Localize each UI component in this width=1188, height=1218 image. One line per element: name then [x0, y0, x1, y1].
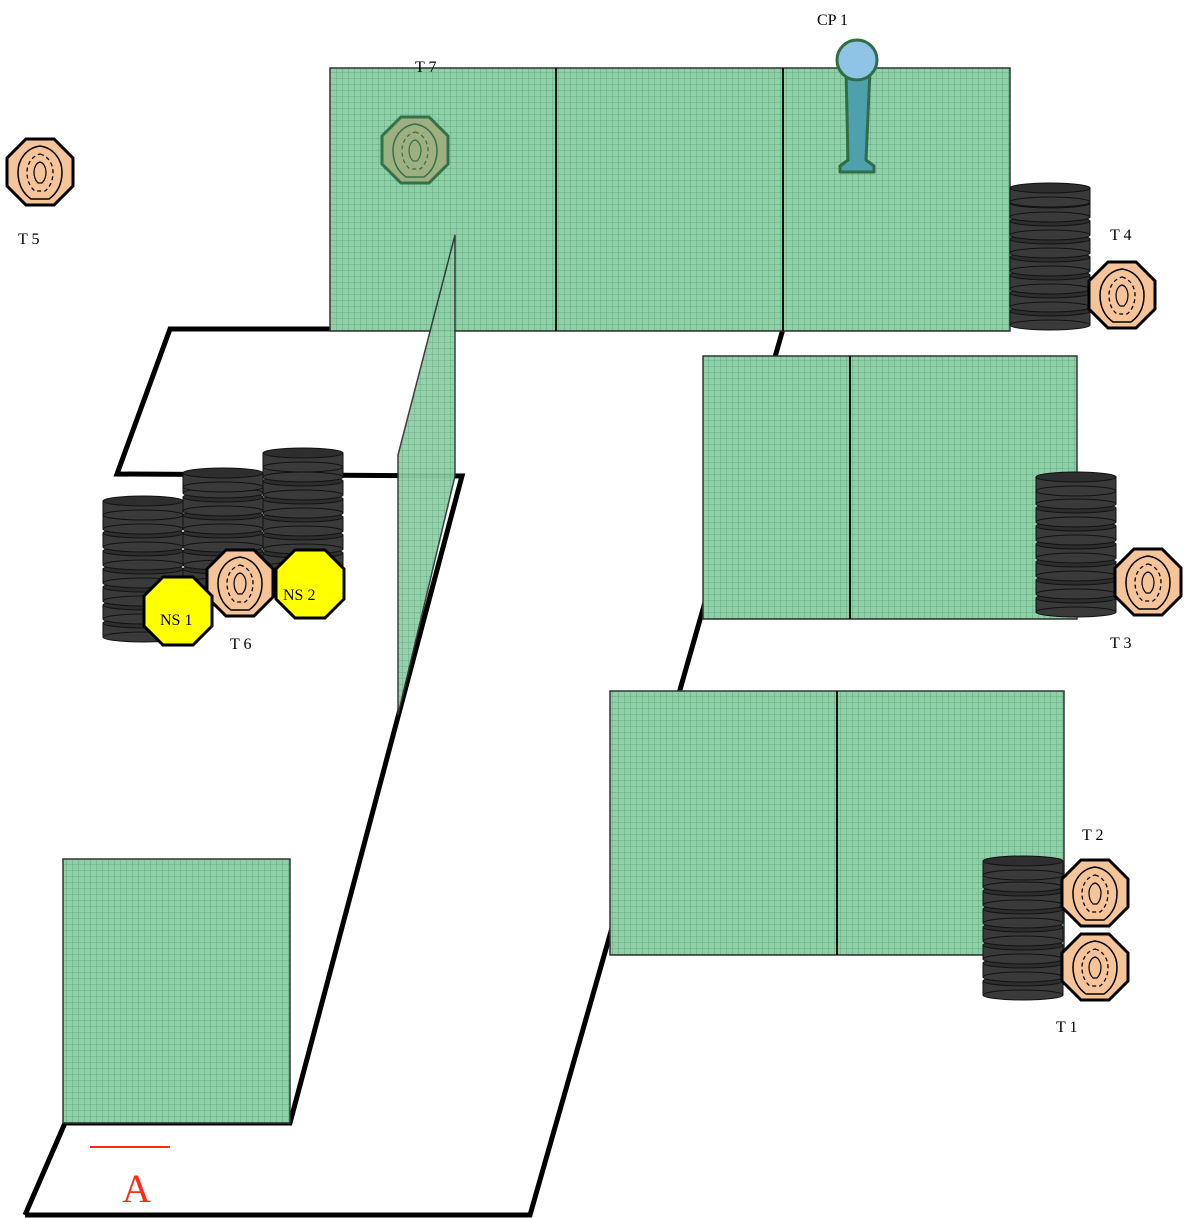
no-shoot-ns1-icon — [142, 575, 214, 647]
label-start-a: A — [122, 1166, 151, 1211]
popper-cp1-icon — [835, 38, 879, 174]
label-ns1: NS 1 — [160, 612, 192, 629]
target-t3-icon — [1113, 547, 1183, 617]
label-ns2: NS 2 — [283, 587, 315, 604]
labels: CP 1 T 7 T 5 T 4 T 3 T 6 T 2 T 1 NS 1 NS… — [18, 12, 1131, 1211]
label-t2: T 2 — [1082, 827, 1103, 844]
target-t2-icon — [1060, 858, 1130, 928]
target-t6-icon — [205, 548, 275, 618]
target-t5-icon — [5, 137, 75, 207]
wall-right-middle — [702, 355, 1078, 620]
barrel-stack-t3 — [1035, 471, 1117, 618]
barrel-stack-t1-t2 — [982, 855, 1064, 1001]
label-cp1: CP 1 — [817, 12, 848, 29]
target-t4-icon — [1087, 260, 1157, 330]
target-t1-icon — [1060, 932, 1130, 1002]
no-shoot-ns2-icon — [274, 548, 346, 620]
label-t3: T 3 — [1110, 635, 1131, 652]
barrel-stack-t4 — [1009, 182, 1091, 331]
bottom-fault-line — [25, 328, 786, 1218]
label-t6: T 6 — [230, 636, 251, 653]
label-t4: T 4 — [1110, 227, 1131, 244]
wall-bottom-left — [62, 858, 291, 1124]
label-t5: T 5 — [18, 231, 39, 248]
label-t7: T 7 — [415, 59, 436, 76]
target-t7-icon — [380, 115, 450, 185]
wall-top — [329, 67, 1011, 332]
label-t1: T 1 — [1056, 1019, 1077, 1036]
wall-angled — [397, 234, 456, 716]
